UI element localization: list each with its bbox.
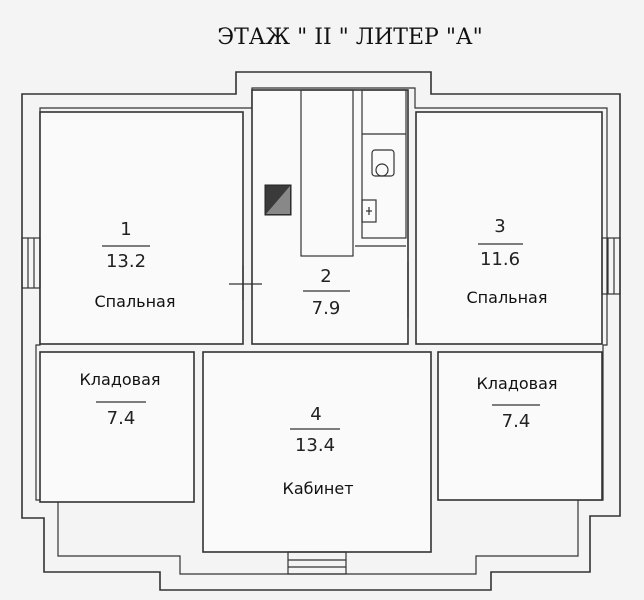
room-1-area: 13.2 <box>106 251 146 272</box>
storage-right-name: Кладовая <box>476 374 557 393</box>
door-room-1 <box>229 265 262 300</box>
storage-left-area: 7.4 <box>107 408 136 429</box>
room-1-number: 1 <box>120 219 131 240</box>
room-2-number: 2 <box>320 266 331 287</box>
window-right <box>601 237 621 295</box>
room-3 <box>415 111 603 345</box>
bathroom-block <box>361 89 407 239</box>
toilet-icon <box>371 149 395 177</box>
sink-icon <box>361 199 377 223</box>
outer-wall <box>21 71 621 591</box>
room-3-area: 11.6 <box>480 249 520 270</box>
room-1-name: Спальная <box>95 292 176 311</box>
room-storage-right <box>437 351 603 501</box>
room-3-name: Спальная <box>467 288 548 307</box>
room-4-name: Кабинет <box>282 479 353 498</box>
chimney-icon <box>264 184 292 216</box>
storage-right-area: 7.4 <box>502 411 531 432</box>
window-left <box>21 237 41 289</box>
storage-left-name: Кладовая <box>79 370 160 389</box>
room-3-number: 3 <box>494 216 505 237</box>
room-4-area: 13.4 <box>295 435 335 456</box>
stair-partition <box>300 89 354 257</box>
room-2-area: 7.9 <box>312 298 341 319</box>
room-4-number: 4 <box>310 404 321 425</box>
room-1 <box>39 111 244 345</box>
window-bottom <box>287 551 347 575</box>
room-storage-left <box>39 351 195 503</box>
room-4 <box>202 351 432 553</box>
plan-title: ЭТАЖ " II " ЛИТЕР "А" <box>217 25 482 50</box>
